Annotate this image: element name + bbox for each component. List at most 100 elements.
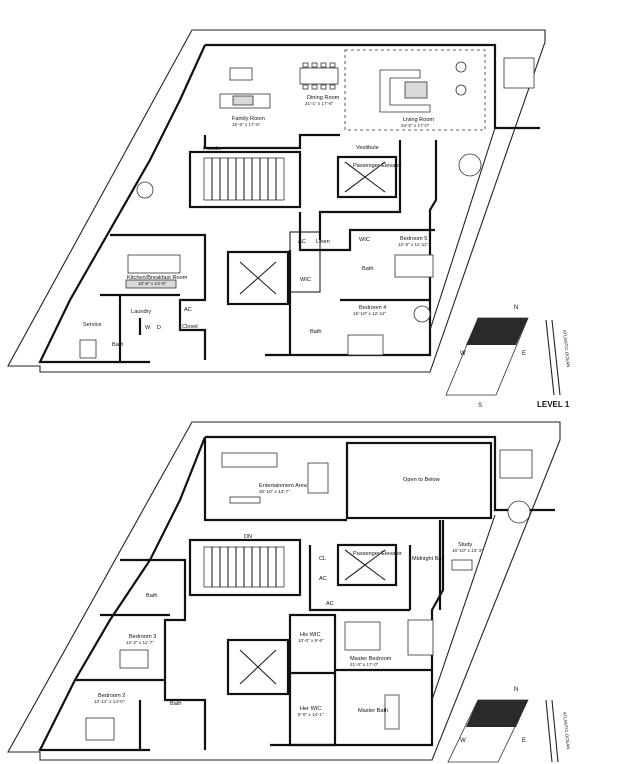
bed-3	[119, 649, 149, 669]
master-chaise	[407, 619, 434, 656]
dining-table	[299, 67, 339, 85]
study-desk	[451, 559, 473, 571]
label-dn: DN	[244, 534, 252, 540]
stair-treads-2	[211, 547, 277, 587]
label-family: Family Room	[232, 116, 265, 122]
level-1-north-wall	[205, 43, 540, 130]
label-powder: Powder	[203, 146, 222, 152]
label-dining: Dining Room	[307, 95, 340, 101]
level-1-label: LEVEL 1	[537, 400, 570, 409]
level-1-elevator-cross	[344, 161, 386, 193]
dim-her-wic: 8'-6" x 14'-1"	[298, 712, 324, 717]
compass-n-1: N	[514, 305, 518, 311]
label-wic: WIC	[300, 277, 311, 283]
dim-study: 16'-10" x 13'-3"	[452, 548, 483, 553]
level-2-slab	[7, 421, 561, 761]
label-elevator-2: Passenger Elevator	[353, 551, 402, 557]
level-1-west-wall	[38, 44, 207, 364]
label-bedroom-2: Bedroom 2	[98, 693, 125, 699]
level-1-key-plan: N W E S ATLANTIC OCEAN LEVEL 1	[445, 305, 571, 409]
label-wic-5: WIC	[359, 237, 370, 243]
dim-entertainment: 30'-10" x 13'-7"	[259, 489, 290, 494]
living-coffee-table	[404, 81, 428, 99]
pool-table	[307, 462, 329, 494]
ocean-label-2: ATLANTIC OCEAN	[562, 712, 571, 750]
level-1-shaft	[226, 250, 290, 306]
level-2-balcony-rail	[431, 514, 496, 701]
dim-family: 15'-6" x 17'-6"	[232, 122, 261, 127]
open-to-below	[345, 441, 493, 520]
label-study: Study	[458, 542, 473, 548]
level-2-stair-core	[188, 538, 302, 597]
wic-zone-2	[288, 613, 337, 747]
level-1-plan: Family Room 15'-6" x 17'-6" Dining Room …	[7, 29, 571, 409]
kitchen-island	[127, 254, 181, 274]
living-zone	[344, 49, 486, 131]
compass-n-2: N	[514, 687, 518, 693]
compass-e-1: E	[522, 351, 526, 357]
dim-kitchen: 19'-8" x 13'-8"	[138, 281, 167, 286]
dim-master: 21'-0" x 17'-0"	[350, 662, 379, 667]
living-chair	[455, 84, 467, 96]
level-2-terrace-table	[507, 500, 531, 524]
compass-w-1: W	[460, 351, 466, 357]
shaft-x	[239, 261, 277, 295]
label-washer: W	[145, 325, 151, 331]
label-bath-5: Bath	[362, 266, 374, 272]
terrace-round-table	[458, 153, 482, 177]
compass-e-2: E	[522, 738, 526, 744]
dim-bedroom-4: 16'-10" x 12'-11"	[353, 311, 386, 316]
level-2-labels: Entertainment Area 30'-10" x 13'-7" Open…	[94, 477, 483, 717]
label-open-below: Open to Below	[403, 477, 441, 483]
label-bath-2: Bath	[170, 701, 182, 707]
label-vestibule: Vestibule	[356, 145, 379, 151]
level-1-balcony-rail	[429, 127, 496, 331]
label-laundry: Laundry	[131, 309, 151, 315]
master-bed	[344, 621, 381, 651]
coastline	[551, 319, 561, 396]
coastline	[545, 319, 555, 396]
level-2-shaft	[226, 638, 290, 696]
label-bedroom-5: Bedroom 5	[400, 236, 427, 242]
level-1-partitions	[100, 133, 435, 362]
label-entertainment: Entertainment Area	[259, 483, 308, 489]
ocean-label-1: ATLANTIC OCEAN	[562, 330, 571, 368]
bed-5	[394, 254, 434, 278]
compass-w-2: W	[460, 738, 466, 744]
compass-s-1: S	[478, 403, 482, 409]
label-kitchen: Kitchen/Breakfast Room	[127, 275, 188, 281]
label-cl: CL	[319, 556, 326, 562]
terrace-lounge	[503, 57, 535, 89]
shaft-x-2	[239, 649, 277, 685]
label-living: Living Room	[403, 117, 434, 123]
label-elevator-1: Passenger Elevator	[353, 163, 402, 169]
label-midnight-bar: Midnight Bar	[412, 556, 444, 562]
bed-2	[85, 717, 115, 741]
label-bath-4: Bath	[310, 329, 322, 335]
label-linen: Linen	[316, 239, 330, 245]
master-tub	[384, 694, 400, 730]
label-her-wic: Her WIC	[300, 706, 321, 712]
level-1-stair-core	[188, 150, 302, 209]
level-2-partitions	[75, 437, 442, 750]
dining-chairs	[302, 62, 336, 90]
living-sofa	[379, 69, 431, 113]
key-plan-highlight-2	[466, 700, 528, 727]
key-plan-highlight	[466, 318, 528, 345]
level-2-plan: Entertainment Area 30'-10" x 13'-7" Open…	[7, 421, 571, 763]
service-bed	[79, 339, 97, 359]
label-his-wic: His WIC	[300, 632, 321, 638]
label-closet: Closet	[182, 324, 198, 330]
label-ac-2a: AC	[319, 576, 327, 582]
west-terrace-table	[136, 181, 154, 199]
coastline-2	[551, 699, 559, 763]
level-2-terrace-lounge	[499, 449, 533, 479]
label-bath-3: Bath	[146, 593, 158, 599]
level-2-west-wall	[38, 436, 207, 752]
bed-4	[347, 334, 384, 356]
label-ac-laundry: AC	[184, 307, 192, 313]
stair-treads	[211, 158, 277, 200]
level-2-elevator	[336, 543, 398, 587]
label-master: Master Bedroom	[350, 656, 392, 662]
dim-bedroom-2: 12'-11" x 14'-0"	[94, 699, 125, 704]
